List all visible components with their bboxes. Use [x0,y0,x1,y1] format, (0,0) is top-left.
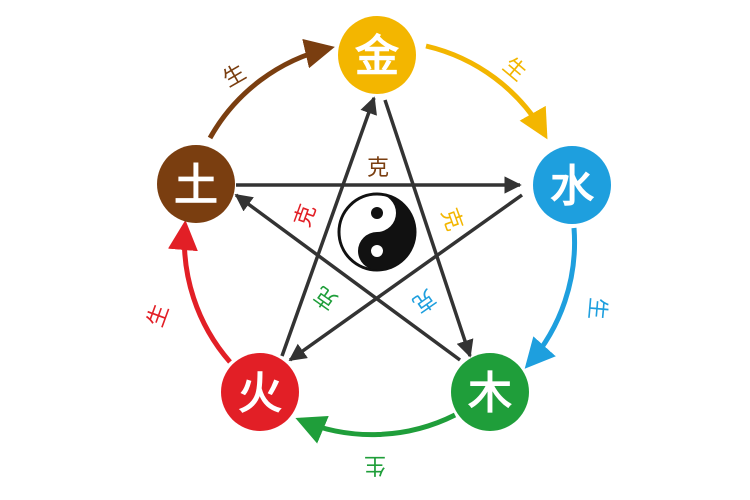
overcome-label-water-fire: 克 [408,284,440,317]
generate-label-fire-earth: 生 [143,301,174,330]
node-fire: 火 [221,353,299,431]
overcome-label-metal-wood: 克 [436,205,467,234]
node-water: 水 [533,146,611,224]
node-metal-label: 金 [354,31,400,82]
arc-water-to-wood [524,227,578,369]
arc-metal-to-water [425,43,548,140]
arc-wood-to-fire [295,412,457,444]
star-line-wood-to-earth [234,193,462,362]
node-earth-label: 土 [174,160,218,211]
yin-yang-icon [337,192,417,272]
node-water-label: 水 [550,161,595,212]
star-line-metal-to-wood [383,99,474,358]
arc-fire-to-earth [167,220,232,364]
node-metal: 金 [338,16,416,94]
generate-label-wood-fire: 生 [364,452,386,477]
node-earth: 土 [157,145,235,223]
star-line-fire-to-metal [280,96,377,357]
arc-earth-to-metal [207,38,335,140]
overcome-label-fire-metal: 克 [290,201,321,230]
generate-label-earth-metal: 生 [219,60,251,93]
star-line-water-to-fire [288,193,524,362]
node-wood: 木 [451,353,529,431]
generate-label-water-wood: 生 [583,297,610,321]
overcome-label-wood-earth: 克 [310,281,342,314]
overcome-label-earth-water: 克 [367,156,389,181]
node-wood-label: 木 [468,368,512,419]
node-fire-label: 火 [238,368,282,419]
